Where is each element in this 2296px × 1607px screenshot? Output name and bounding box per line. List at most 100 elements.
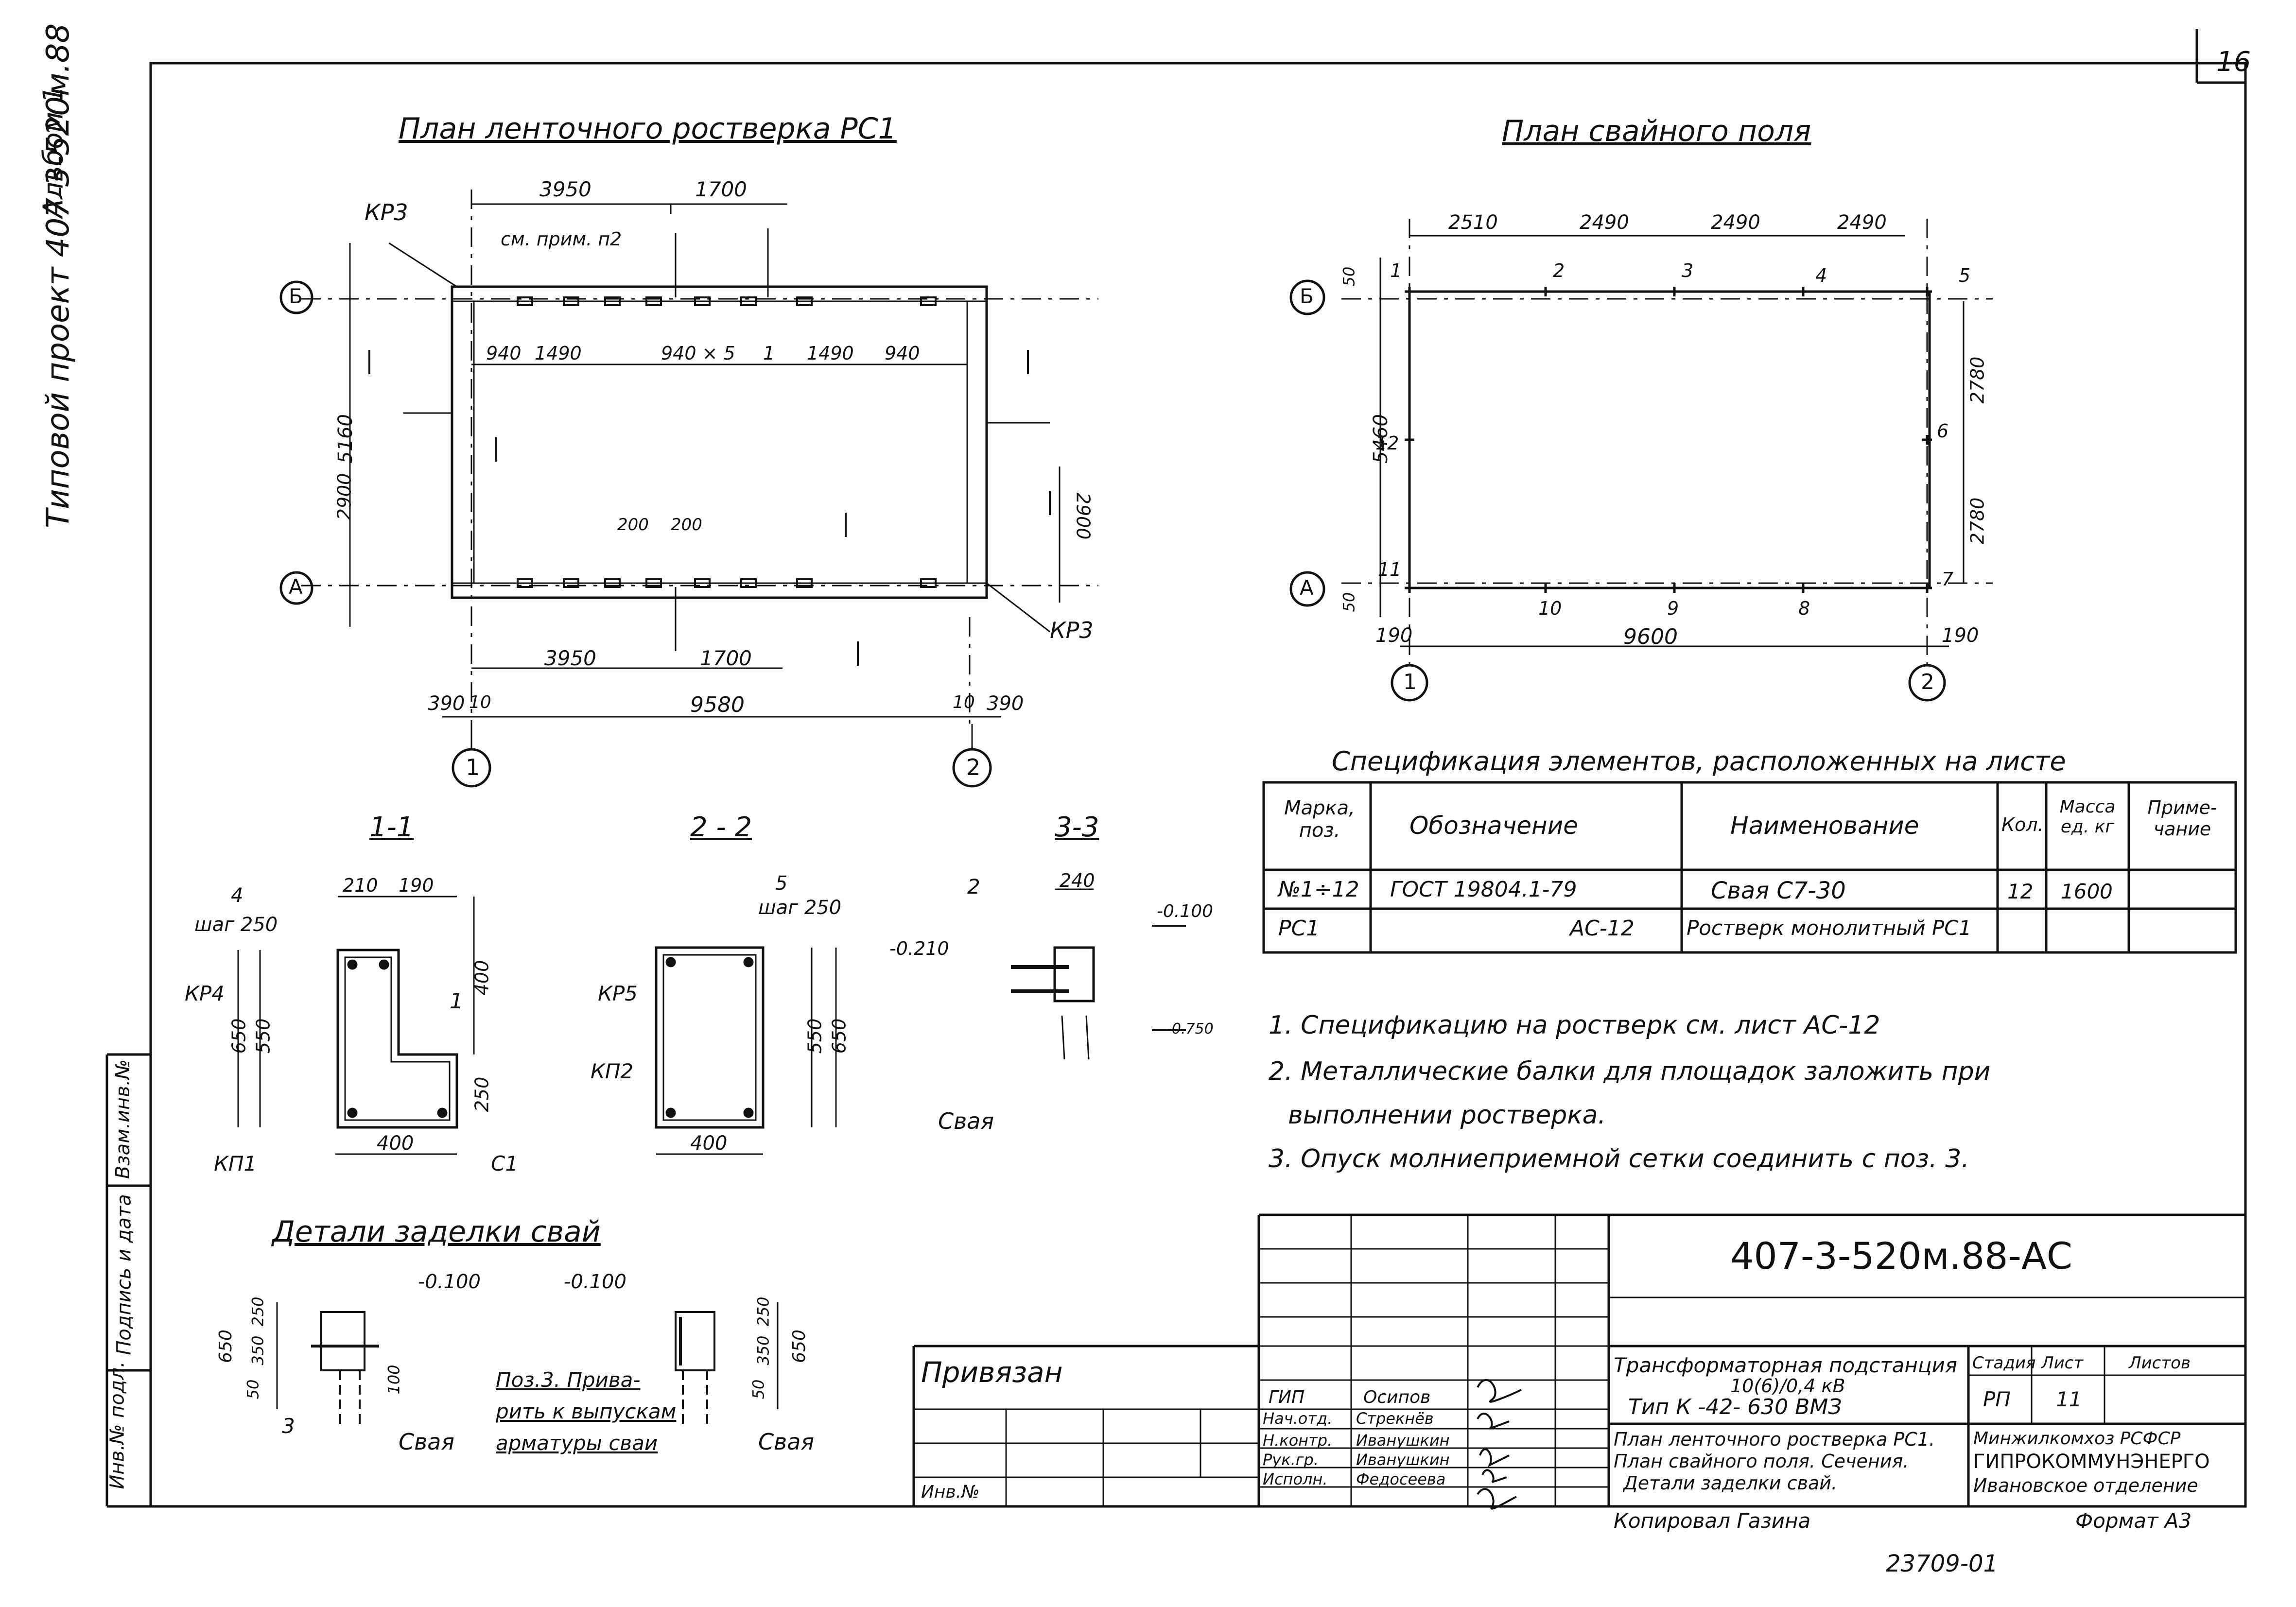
spec-row1-qty: 12 (2007, 880, 2034, 903)
plan-svai-drawing (1289, 219, 1993, 702)
spec-header-mass: Масса ед. кг (2059, 797, 2116, 837)
rostverk-total-5: 390 (987, 692, 1024, 715)
stamp-vzam-inv: Взам.инв.№ (112, 1059, 135, 1179)
pile-11: 11 (1378, 559, 1402, 580)
rostverk-inner-dim-6: 940 (885, 343, 920, 364)
svai-dim-top-4: 2490 (1837, 211, 1887, 234)
s11-title: 1-1 (369, 812, 414, 843)
s33-title: 3-3 (1055, 812, 1099, 843)
rostverk-dim-top-1: 3950 (539, 177, 591, 201)
svai-dim-bottom-2: 9600 (1623, 624, 1678, 649)
rostverk-dim-left-5160: 5160 (334, 414, 357, 464)
spec-header-qty: Кол. (2001, 814, 2044, 835)
rostverk-inner-dim-4: 1 (763, 343, 775, 364)
s22-label-5: 5 (775, 872, 788, 895)
stamp-signature-date: Подпись и дата (113, 1194, 136, 1355)
rostverk-dim-small-200b: 200 (671, 515, 702, 535)
s11-label-1: 1 (450, 989, 463, 1014)
role-gip: ГИП (1269, 1387, 1305, 1407)
section-3-3-drawing (1011, 888, 1186, 1060)
rostverk-inner-dim-5: 1490 (807, 343, 854, 364)
s33-label-2: 2 (967, 875, 980, 899)
spec-row2-name: Ростверк монолитный РС1 (1687, 916, 1972, 940)
rostverk-note-ref: см. прим. п2 (501, 228, 622, 250)
s11-dim-650: 650 (228, 1018, 250, 1054)
sheet-title-2: План свайного поля. Сечения. (1614, 1451, 1909, 1472)
pile-3: 3 (1682, 260, 1694, 281)
details-mark-2: -0.100 (564, 1271, 626, 1293)
s11-label-c1: С1 (491, 1152, 519, 1175)
stage-header: Стадия (1972, 1353, 2036, 1373)
pile-6: 6 (1937, 420, 1949, 442)
details-dim-250-left: 250 (248, 1296, 267, 1327)
s22-dim-550: 550 (804, 1018, 826, 1054)
svai-dim-top-2: 2490 (1580, 211, 1629, 234)
name-rukgr: Иванушкин (1356, 1451, 1450, 1469)
bottom-code: 23709-01 (1886, 1550, 1999, 1577)
rostverk-axis-b: Б (289, 284, 303, 308)
rostverk-dim-top-2: 1700 (695, 177, 747, 201)
s11-label-kr4: КР4 (185, 982, 225, 1005)
spec-row2-mark: РС1 (1278, 916, 1320, 941)
rostverk-dim-bottom-1: 3950 (544, 646, 596, 670)
s11-dim-400-side: 400 (471, 960, 493, 996)
svai-dim-left-50a: 50 (1339, 266, 1358, 287)
rostverk-total-4: 10 (953, 692, 975, 712)
details-note-2: рить к выпускам (496, 1400, 677, 1423)
rostverk-dim-bottom-2: 1700 (700, 646, 752, 670)
sheet-header: Лист (2041, 1353, 2084, 1373)
rostverk-inner-dim-3: 940 × 5 (661, 343, 735, 364)
plan-svai-title: План свайного поля (1502, 114, 1811, 148)
svai-axis-1: 1 (1403, 670, 1417, 694)
spec-header-designation: Обозначение (1409, 812, 1578, 840)
spec-title: Спецификация элементов, расположенных на… (1332, 746, 2066, 777)
s22-label-kr5: КР5 (598, 982, 638, 1005)
sheet-value: 11 (2056, 1387, 2082, 1411)
plan-rostverk-drawing (279, 190, 1098, 788)
spec-row1-name: Свая С7-30 (1711, 877, 1846, 904)
details-dim-250-right: 250 (754, 1296, 773, 1327)
spec-row1-mark: №1÷12 (1278, 877, 1359, 902)
rostverk-total-1: 390 (428, 692, 465, 715)
svai-dim-left-50b: 50 (1339, 592, 1358, 612)
pile-10: 10 (1538, 598, 1562, 619)
rostverk-total-2: 10 (469, 692, 491, 712)
title-block-frame (912, 1213, 2245, 1506)
name-nach: Стрекнёв (1356, 1409, 1434, 1428)
spec-row1-designation: ГОСТ 19804.1-79 (1390, 877, 1577, 902)
details-drawing (276, 1302, 779, 1429)
details-dim-350-left: 350 (248, 1335, 267, 1365)
s22-dim-400: 400 (690, 1132, 728, 1155)
s22-label-kp2: КП2 (591, 1059, 634, 1083)
s11-label-4: 4 (231, 884, 244, 907)
s33-mark-0210: -0.210 (889, 938, 949, 959)
s11-dim-250: 250 (471, 1076, 493, 1112)
note-3: 3. Опуск молниеприемной сетки соединить … (1269, 1144, 1969, 1174)
inv-label: Инв.№ (921, 1482, 980, 1502)
svai-dim-right-1: 2780 (1966, 356, 1988, 404)
name-nkontr: Иванушкин (1356, 1431, 1450, 1450)
s11-dim-550: 550 (252, 1018, 274, 1054)
rostverk-axis-a: А (289, 575, 303, 599)
svai-axis-2: 2 (1921, 670, 1934, 694)
signature-scribbles (1477, 1379, 1522, 1510)
details-label-3: 3 (282, 1414, 295, 1438)
rostverk-inner-dim-2: 1490 (535, 343, 582, 364)
object-line-3: Тип К -42- 630 ВМЗ (1628, 1395, 1842, 1419)
note-2-cont: выполнении ростверка. (1288, 1101, 1606, 1130)
pile-8: 8 (1798, 598, 1810, 619)
s33-label-pile: Свая (938, 1108, 994, 1134)
spec-header-mark: Марка, поз. (1284, 797, 1355, 842)
copied-by: Копировал Газина (1614, 1509, 1811, 1533)
spec-row1-mass: 1600 (2061, 880, 2113, 903)
role-nach: Нач.отд. (1263, 1409, 1333, 1428)
details-note-3: арматуры сваи (496, 1431, 658, 1455)
role-ispoln: Исполн. (1263, 1470, 1328, 1488)
specification-table (1262, 781, 2237, 954)
svai-dim-bottom-3: 190 (1942, 624, 1979, 647)
svai-dim-top-3: 2490 (1711, 211, 1760, 234)
details-dim-50-right: 50 (749, 1379, 768, 1400)
stage-value: РП (1983, 1387, 2011, 1411)
object-line-2: 10(6)/0,4 кВ (1730, 1375, 1845, 1397)
